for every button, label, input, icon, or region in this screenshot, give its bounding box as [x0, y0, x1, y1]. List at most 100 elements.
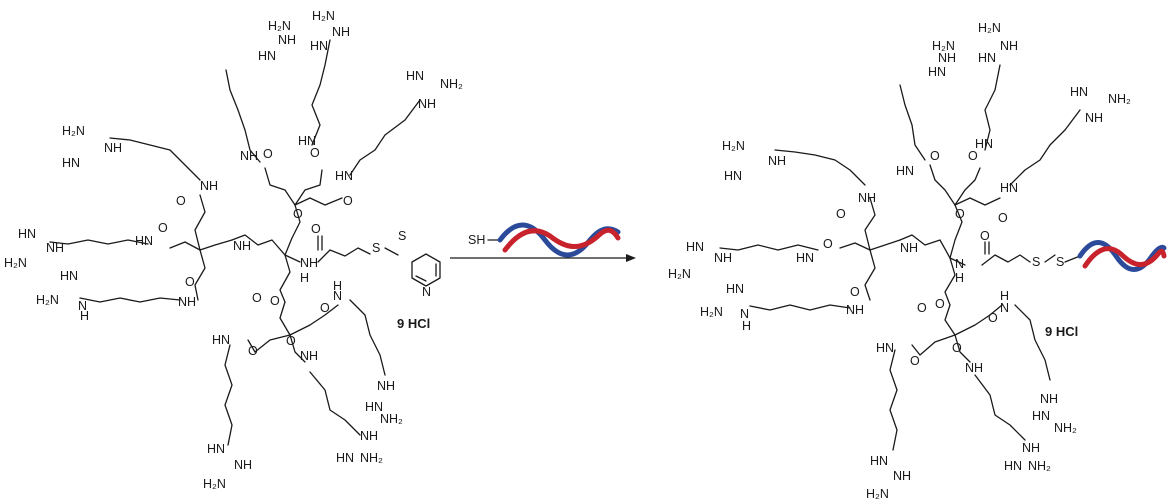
- carbonyl-o: O: [252, 291, 262, 305]
- reaction-arrow: [450, 254, 636, 262]
- thiol-sh: SH: [468, 233, 485, 247]
- carbonyl-o: O: [158, 221, 168, 235]
- guanidine-hn: HN: [258, 49, 276, 63]
- carbonyl-o: O: [836, 207, 846, 221]
- amide-nh: NH: [858, 191, 876, 205]
- amide-nh: NH: [240, 149, 258, 163]
- amine-h2n: H₂N: [203, 477, 226, 491]
- amine-h2n: H₂N: [978, 21, 1001, 35]
- amide-h: H: [955, 271, 964, 285]
- amide-n: N: [1000, 301, 1009, 315]
- amine-nh2: NH₂: [380, 412, 403, 426]
- guanidine-h: H: [80, 309, 89, 323]
- amide-hn: HN: [335, 169, 353, 183]
- guanidine-hn: HN: [978, 51, 996, 65]
- amide-hn: HN: [1000, 181, 1018, 195]
- carbonyl-o: O: [248, 344, 258, 358]
- amide-hn: HN: [896, 164, 914, 178]
- guanidine-nh: NH: [418, 97, 436, 111]
- amine-h2n: H₂N: [700, 305, 723, 319]
- amide-h: H: [1000, 289, 1009, 303]
- amide-nh: N: [333, 289, 342, 303]
- imine-nh: NH: [893, 469, 911, 483]
- imine-hn: HN: [1004, 459, 1022, 473]
- sulfur-atom: S: [372, 241, 380, 255]
- carbonyl-o: O: [823, 237, 833, 251]
- amine-h2n: H₂N: [312, 9, 335, 23]
- dna-duplex-icon: [497, 222, 621, 258]
- carbonyl-o: O: [930, 149, 940, 163]
- imine-nh: NH: [1000, 39, 1018, 53]
- guanidine-nh: N: [78, 299, 87, 313]
- amide-nh: NH: [846, 303, 864, 317]
- dna-duplex-icon: [1077, 240, 1167, 272]
- amide-h: H: [300, 271, 309, 285]
- amide-nh: NH: [233, 239, 251, 253]
- imine-hn: HN: [62, 156, 80, 170]
- guanidine-hn: HN: [928, 65, 946, 79]
- amide-n: N: [955, 257, 964, 271]
- amide-hn: HN: [975, 137, 993, 151]
- carbonyl-o: O: [263, 147, 273, 161]
- carbonyl-o: O: [270, 294, 280, 308]
- imine-hn: HN: [1070, 85, 1088, 99]
- amine-nh2: NH₂: [1108, 92, 1131, 106]
- amine-nh2: NH₂: [360, 451, 383, 465]
- guanidine-nh: NH: [1040, 392, 1058, 406]
- carbonyl-o: O: [311, 222, 321, 236]
- guanidine-nh: NH: [377, 379, 395, 393]
- amide-hn: HN: [796, 251, 814, 265]
- carbonyl-o: O: [980, 229, 990, 243]
- amine-nh2: NH₂: [1028, 459, 1051, 473]
- guanidine-n: N: [740, 307, 749, 321]
- carbonyl-o: O: [910, 354, 920, 368]
- amide-h: H: [333, 279, 342, 293]
- amide-nh: NH: [200, 179, 218, 193]
- amide-nh: NH: [300, 256, 318, 270]
- amide-nh: NH: [300, 349, 318, 363]
- amine-h2n: H₂N: [866, 487, 889, 501]
- imine-hn: HN: [365, 400, 383, 414]
- carbonyl-o: O: [293, 207, 303, 221]
- amine-h2n: H₂N: [4, 256, 27, 270]
- sulfur-atom: S: [1056, 255, 1064, 269]
- amine-h2n: H₂N: [722, 139, 745, 153]
- carbonyl-o: O: [343, 194, 353, 208]
- guanidine-h: H: [742, 319, 751, 333]
- amine-h2n: H₂N: [932, 39, 955, 53]
- imine-nh: NH: [332, 25, 350, 39]
- amide-hn: HN: [135, 234, 153, 248]
- reactant-salt-label: 9 HCl: [397, 316, 430, 331]
- imine-nh: NH: [278, 33, 296, 47]
- imine-hn: HN: [686, 240, 704, 254]
- amide-nh: NH: [965, 361, 983, 375]
- amine-nh2: NH₂: [1054, 421, 1077, 435]
- guanidine-hn: HN: [870, 454, 888, 468]
- carbonyl-o: O: [917, 301, 927, 315]
- product-dendrimer: NH N H O S S O O HN O O HN HN O H₂N NH H…: [668, 21, 1167, 501]
- amide-nh: NH: [900, 241, 918, 255]
- imine-hn: HN: [60, 269, 78, 283]
- carbonyl-o: O: [952, 341, 962, 355]
- amide-nh: NH: [178, 295, 196, 309]
- guanidine-nh: NH: [1022, 441, 1040, 455]
- carbonyl-o: O: [998, 211, 1008, 225]
- reagent-thiol-dna: SH: [468, 222, 621, 258]
- amine-h2n: H₂N: [62, 124, 85, 138]
- imine-hn: HN: [336, 451, 354, 465]
- carbonyl-o: O: [320, 301, 330, 315]
- guanidine-nh: NH: [104, 141, 122, 155]
- imine-nh: NH: [938, 51, 956, 65]
- carbonyl-o: O: [988, 311, 998, 325]
- imine-hn: HN: [726, 282, 744, 296]
- reactant-dendrimer: NH NH H O S S N O O NH O O HN HN O H₂N N…: [4, 9, 463, 491]
- carbonyl-o: O: [968, 149, 978, 163]
- amine-nh2: NH₂: [440, 77, 463, 91]
- guanidine-hn: HN: [207, 442, 225, 456]
- carbonyl-o: O: [185, 275, 195, 289]
- imine-hn: HN: [1032, 409, 1050, 423]
- amide-hn: HN: [876, 341, 894, 355]
- carbonyl-o: O: [935, 297, 945, 311]
- imine-nh: NH: [234, 458, 252, 472]
